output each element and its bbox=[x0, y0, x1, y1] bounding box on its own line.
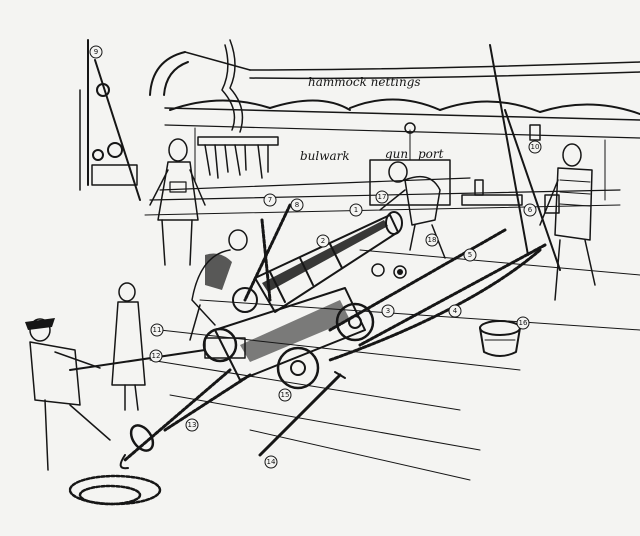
label-hammock-nettings: hammock nettings bbox=[308, 75, 421, 89]
svg-text:9: 9 bbox=[94, 48, 98, 56]
svg-text:4: 4 bbox=[453, 307, 458, 315]
callout: 2 bbox=[316, 234, 330, 248]
callout: 8 bbox=[290, 198, 304, 212]
svg-text:6: 6 bbox=[528, 206, 533, 214]
callout: 16 bbox=[516, 316, 530, 330]
callout: 15 bbox=[278, 388, 292, 402]
svg-text:2: 2 bbox=[321, 237, 325, 245]
svg-text:11: 11 bbox=[153, 326, 162, 334]
svg-text:5: 5 bbox=[468, 251, 472, 259]
callout: 1 bbox=[349, 203, 363, 217]
svg-text:13: 13 bbox=[188, 421, 197, 429]
svg-text:7: 7 bbox=[268, 196, 272, 204]
callout: 6 bbox=[523, 203, 537, 217]
ship-bulwark bbox=[144, 51, 640, 216]
svg-text:14: 14 bbox=[267, 458, 276, 466]
callout: 11 bbox=[150, 323, 164, 337]
svg-text:18: 18 bbox=[428, 236, 437, 244]
cannon bbox=[202, 211, 403, 390]
callout: 5 bbox=[463, 248, 477, 262]
callout: 17 bbox=[375, 190, 389, 204]
svg-text:15: 15 bbox=[281, 391, 290, 399]
crew-figures bbox=[25, 138, 596, 471]
deck-planks bbox=[149, 249, 640, 481]
crew-figure-gunport bbox=[379, 161, 446, 259]
callout: 10 bbox=[528, 140, 542, 154]
svg-text:17: 17 bbox=[378, 193, 387, 201]
label-gun: gun bbox=[385, 147, 408, 161]
tool-rack bbox=[197, 39, 279, 179]
crew-figure-left-top bbox=[149, 138, 206, 266]
crew-figure-crouching bbox=[189, 229, 248, 341]
callout-markers: 9 7 8 1 2 3 4 5 6 10 11 12 13 14 15 16 1… bbox=[89, 45, 542, 469]
callout: 14 bbox=[264, 455, 278, 469]
callout: 18 bbox=[425, 233, 439, 247]
svg-text:3: 3 bbox=[386, 307, 390, 315]
callout: 12 bbox=[149, 349, 163, 363]
callout: 9 bbox=[89, 45, 103, 59]
label-bulwark: bulwark bbox=[300, 149, 350, 163]
label-port: port bbox=[418, 147, 444, 161]
stern-fittings bbox=[79, 39, 141, 201]
svg-text:8: 8 bbox=[295, 201, 299, 209]
svg-text:12: 12 bbox=[152, 352, 161, 360]
ropes bbox=[68, 44, 561, 506]
svg-text:10: 10 bbox=[531, 143, 540, 151]
crew-figure-pulling bbox=[25, 318, 111, 471]
callout: 13 bbox=[185, 418, 199, 432]
crew-figure-child bbox=[111, 282, 146, 411]
svg-text:1: 1 bbox=[354, 206, 358, 214]
crew-figure-right bbox=[539, 143, 596, 301]
svg-text:16: 16 bbox=[519, 319, 528, 327]
callout: 4 bbox=[448, 304, 462, 318]
callout: 3 bbox=[381, 304, 395, 318]
callout: 7 bbox=[263, 193, 277, 207]
